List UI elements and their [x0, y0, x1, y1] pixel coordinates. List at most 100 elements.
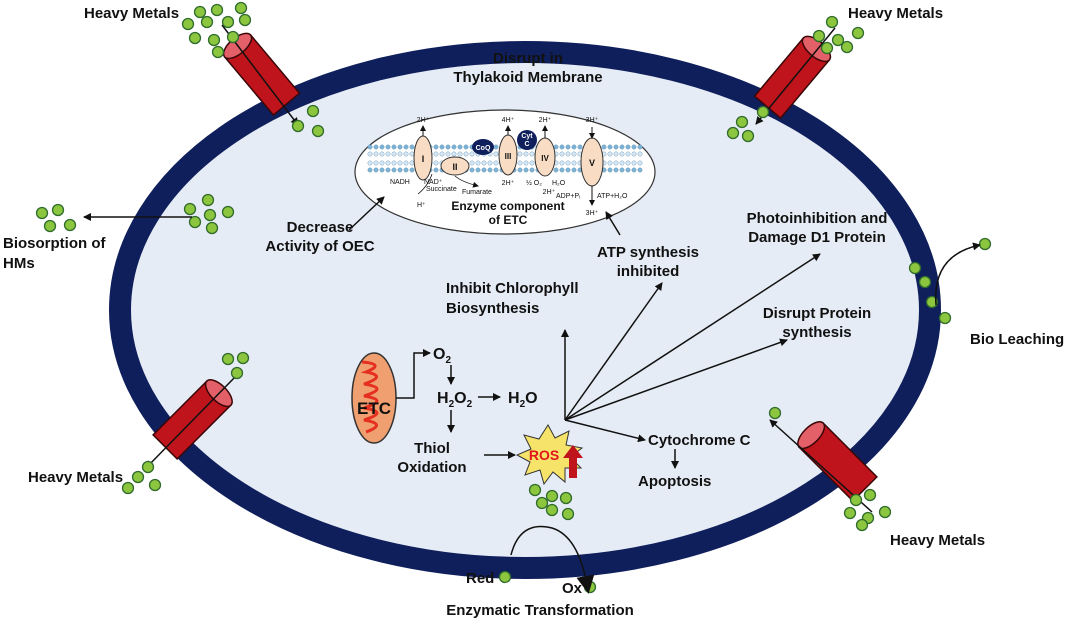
metal-ion [311, 124, 325, 138]
bilayer-lipid [397, 144, 403, 150]
metal-ion [211, 45, 225, 59]
labels: Heavy Metals Heavy Metals Heavy Metals H… [3, 5, 1064, 619]
biosorption-line-2: HMs [3, 255, 35, 272]
cyt-label-1: Cyt [521, 133, 533, 140]
metal-ion [193, 5, 207, 19]
metal-ion [188, 31, 202, 45]
metal-ion [181, 17, 195, 31]
bilayer-lipid [517, 167, 523, 173]
bilayer-lipid [493, 144, 499, 150]
bilayer-lipid [571, 151, 577, 157]
bilayer-lipid [433, 144, 439, 150]
metal-ion [51, 203, 65, 217]
metal-ion [756, 105, 770, 119]
metal-ion [855, 518, 869, 532]
proton-i: 2H⁺ [417, 117, 430, 124]
metal-ion [221, 15, 235, 29]
metal-ion [918, 275, 932, 289]
metal-ion [291, 119, 305, 133]
metal-ion [908, 261, 922, 275]
bilayer-lipid [517, 160, 523, 166]
bilayer-lipid [463, 144, 469, 150]
proton-iv: 2H⁺ [539, 117, 552, 124]
fumarate-label: Fumarate [462, 189, 492, 196]
bilayer-lipid [565, 144, 571, 150]
photo-line-1: Photoinhibition and [747, 210, 888, 227]
metal-ion [121, 481, 135, 495]
ros-label: ROS [529, 447, 559, 463]
cyt-c-circle [517, 130, 537, 150]
atp-line-1: ATP synthesis [597, 244, 699, 261]
bilayer-lipid [571, 160, 577, 166]
bilayer-lipid [619, 144, 625, 150]
bilayer-lipid [493, 160, 499, 166]
metal-ion [851, 26, 865, 40]
metal-ion [35, 206, 49, 220]
bilayer-lipid [607, 167, 613, 173]
metal-ion [561, 507, 575, 521]
decrease-line-1: Decrease [287, 219, 354, 236]
bilayer-lipid [559, 151, 565, 157]
bilayer-lipid [631, 151, 637, 157]
bilayer-lipid [481, 167, 487, 173]
h2o-small-label: H₂O [552, 180, 566, 187]
bilayer-lipid [565, 167, 571, 173]
bilayer-lipid [523, 160, 529, 166]
metal-ion [230, 366, 244, 380]
metal-ion [63, 218, 77, 232]
heavy-metals-label-bottom-right: Heavy Metals [890, 532, 985, 549]
bilayer-lipid [487, 167, 493, 173]
complex-ii [440, 156, 470, 176]
bilayer-lipid [637, 167, 643, 173]
metal-ion [207, 33, 221, 47]
bilayer-lipid [631, 144, 637, 150]
channel-bottom-right [797, 421, 878, 502]
bilayer-lipid [637, 151, 643, 157]
metal-ion [141, 460, 155, 474]
bilayer-lipid [385, 144, 391, 150]
heavy-metal-ions [35, 1, 992, 594]
complex-iv-label: IV [541, 154, 549, 163]
bilayer-lipid [391, 144, 397, 150]
bilayer-lipid [433, 160, 439, 166]
metal-ion [812, 29, 826, 43]
bilayer-lipid [373, 167, 379, 173]
bilayer-lipid [601, 144, 607, 150]
metal-ion [528, 483, 542, 497]
bilayer-lipid [469, 160, 475, 166]
metal-ion [843, 506, 857, 520]
bilayer-lipid [367, 151, 373, 157]
proton-iii: 4H⁺ [502, 117, 515, 124]
metal-ion [183, 202, 197, 216]
bilayer-lipid [475, 167, 481, 173]
metal-ion [820, 41, 834, 55]
metal-ion [726, 126, 740, 140]
coq-label: CoQ [476, 145, 491, 152]
bilayer-lipid [373, 151, 379, 157]
bilayer-lipid [409, 144, 415, 150]
bilayer-lipid [637, 160, 643, 166]
metal-ion [545, 489, 559, 503]
complex-v-label: V [589, 158, 595, 168]
bilayer-lipid [571, 167, 577, 173]
bilayer-lipid [475, 160, 481, 166]
metal-ion [200, 15, 214, 29]
bilayer-lipid [367, 160, 373, 166]
metal-ion [238, 13, 252, 27]
bilayer-lipid [457, 151, 463, 157]
bilayer-lipid [409, 167, 415, 173]
bilayer-lipid [625, 144, 631, 150]
bilayer-lipid [391, 160, 397, 166]
metal-ion [938, 311, 952, 325]
atp-label: ATP+H₂O [597, 193, 628, 200]
bilayer-lipid [529, 160, 535, 166]
bilayer-lipid [577, 144, 583, 150]
metal-ion [188, 215, 202, 229]
metal-ion [741, 129, 755, 143]
bilayer-lipid [451, 144, 457, 150]
chloro-line-2: Biosynthesis [446, 300, 539, 317]
metal-ion [559, 491, 573, 505]
metal-ion [221, 205, 235, 219]
